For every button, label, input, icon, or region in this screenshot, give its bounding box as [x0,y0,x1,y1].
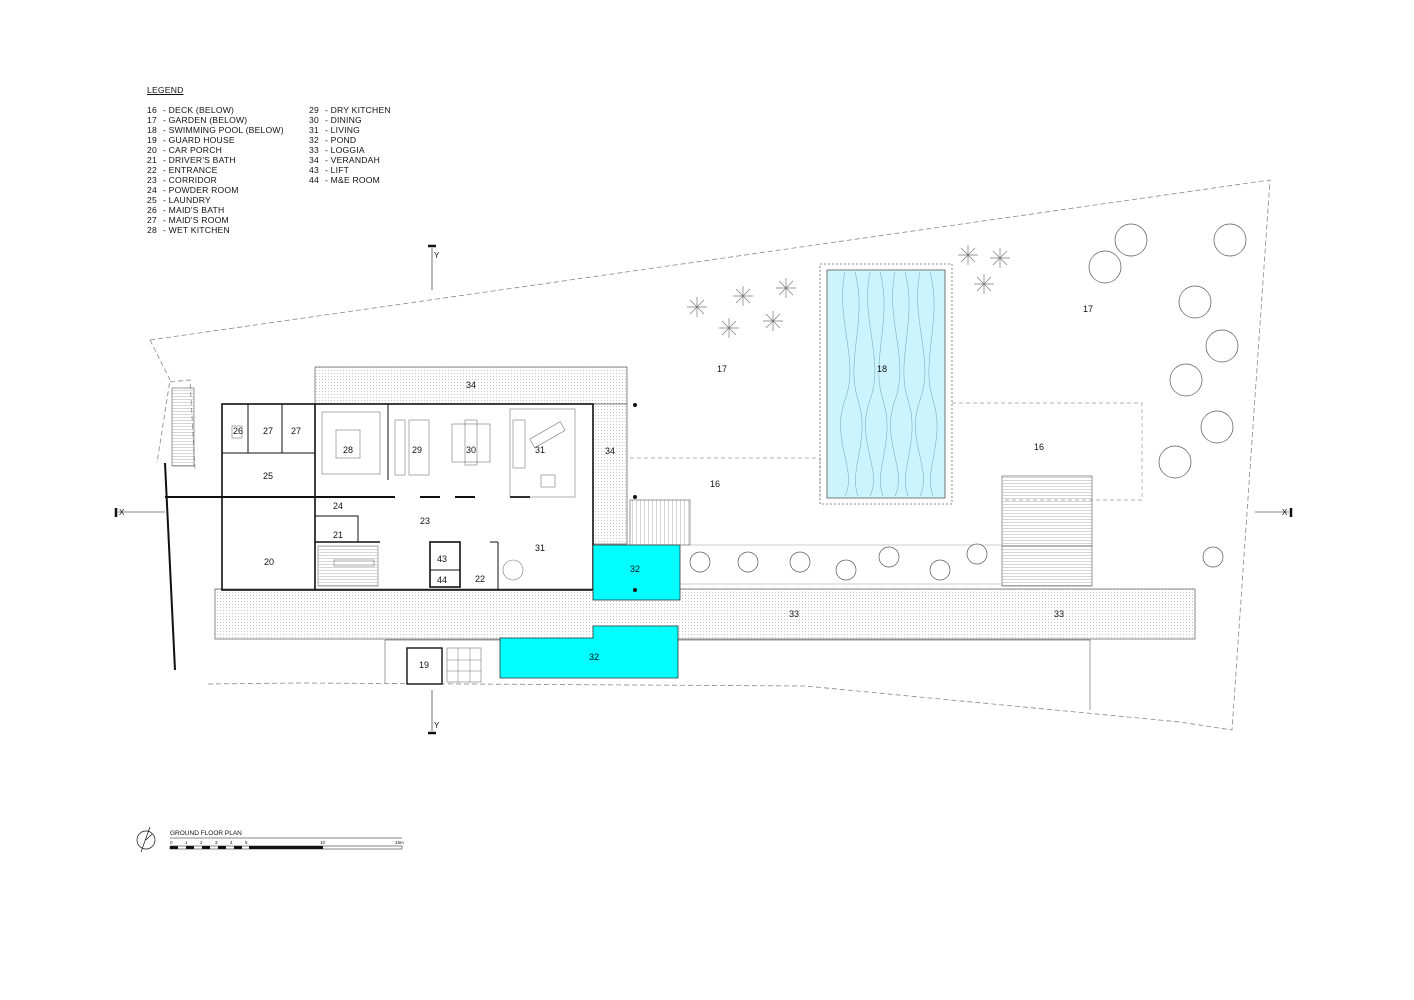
svg-text:4: 4 [230,840,233,845]
svg-text:1: 1 [185,840,188,845]
building-walls [164,403,594,671]
section-marker-x-right: X [1255,508,1293,517]
legend-item: 44- M&E ROOM [309,175,380,185]
room-label-18: 18 [877,364,887,374]
loggia [214,588,1196,710]
palm-trees [687,245,1010,338]
side-steps [171,387,195,467]
room-label-17: 17 [717,364,727,374]
section-marker-y-bottom: Y [428,690,440,735]
room-label-31: 31 [535,445,545,455]
room-label-20: 20 [264,557,274,567]
legend-item: 30- DINING [309,115,362,125]
room-labels: 16 16 17 17 18 19 20 21 22 23 24 25 26 2… [233,304,1093,670]
room-label-33: 33 [789,609,799,619]
room-label-16: 16 [710,479,720,489]
room-label-26: 26 [233,426,243,436]
section-marker-x-left: X [114,508,165,517]
room-label-22: 22 [475,574,485,584]
room-label-24: 24 [333,501,343,511]
legend-item: 32- POND [309,135,357,145]
legend-item: 23- CORRIDOR [147,175,218,185]
legend-item: 18- SWIMMING POOL (BELOW) [147,125,284,135]
swimming-pool [819,263,953,505]
legend-item: 25- LAUNDRY [147,195,211,205]
garden-steps [1001,475,1093,587]
legend-item: 20- CAR PORCH [147,145,223,155]
room-label-25: 25 [263,471,273,481]
svg-text:Y: Y [434,721,440,730]
room-label-29: 29 [412,445,422,455]
room-label-34: 34 [605,446,615,456]
room-label-16: 16 [1034,442,1044,452]
room-label-34: 34 [466,380,476,390]
legend-item: 43- LIFT [309,165,350,175]
verandah-side [592,403,628,545]
north-arrow-icon [136,826,156,853]
legend-item: 27- MAID'S ROOM [147,215,229,225]
round-trees [689,223,1247,581]
section-marker-y-top: Y [428,244,440,290]
room-label-33: 33 [1054,609,1064,619]
svg-text:15m: 15m [395,840,404,845]
room-label-21: 21 [333,530,343,540]
guard-house [406,647,482,685]
stair-core [318,546,378,586]
room-label-19: 19 [419,660,429,670]
room-label-32: 32 [630,564,640,574]
svg-text:5: 5 [245,840,248,845]
legend-title: LEGEND [147,85,184,95]
room-label-27: 27 [263,426,273,436]
columns [633,403,637,592]
legend-item: 16- DECK (BELOW) [147,105,235,115]
svg-text:2: 2 [200,840,203,845]
legend-item: 26- MAID'S BATH [147,205,225,215]
legend-item: 17- GARDEN (BELOW) [147,115,248,125]
room-label-30: 30 [466,445,476,455]
room-label-17: 17 [1083,304,1093,314]
drawing-title: GROUND FLOOR PLAN [170,830,242,837]
svg-text:10: 10 [320,840,326,845]
legend-item: 19- GUARD HOUSE [147,135,235,145]
room-label-43: 43 [437,554,447,564]
room-label-44: 44 [437,575,447,585]
svg-text:X: X [1282,508,1288,517]
room-label-27: 27 [291,426,301,436]
legend-item: 34- VERANDAH [309,155,381,165]
legend-item: 22- ENTRANCE [147,165,218,175]
room-label-28: 28 [343,445,353,455]
legend-column-2: 29- DRY KITCHEN 30- DINING 31- LIVING 32… [309,105,471,235]
legend: LEGEND 16- DECK (BELOW) 17- GARDEN (BELO… [147,85,471,235]
room-label-31: 31 [535,543,545,553]
room-label-23: 23 [420,516,430,526]
legend-item: 31- LIVING [309,125,361,135]
scale-bar: 0 1 2 3 4 5 10 15m [169,837,404,850]
legend-item: 28- WET KITCHEN [147,225,230,235]
room-label-32: 32 [589,652,599,662]
legend-column-1: 16- DECK (BELOW) 17- GARDEN (BELOW) 18- … [147,105,309,235]
deck-steps [629,499,691,546]
svg-text:Y: Y [434,251,440,260]
legend-item: 24- POWDER ROOM [147,185,239,195]
legend-item: 21- DRIVER'S BATH [147,155,236,165]
svg-text:3: 3 [215,840,218,845]
svg-text:X: X [119,508,125,517]
svg-text:0: 0 [170,840,173,845]
legend-item: 33- LOGGIA [309,145,365,155]
legend-item: 29- DRY KITCHEN [309,105,391,115]
